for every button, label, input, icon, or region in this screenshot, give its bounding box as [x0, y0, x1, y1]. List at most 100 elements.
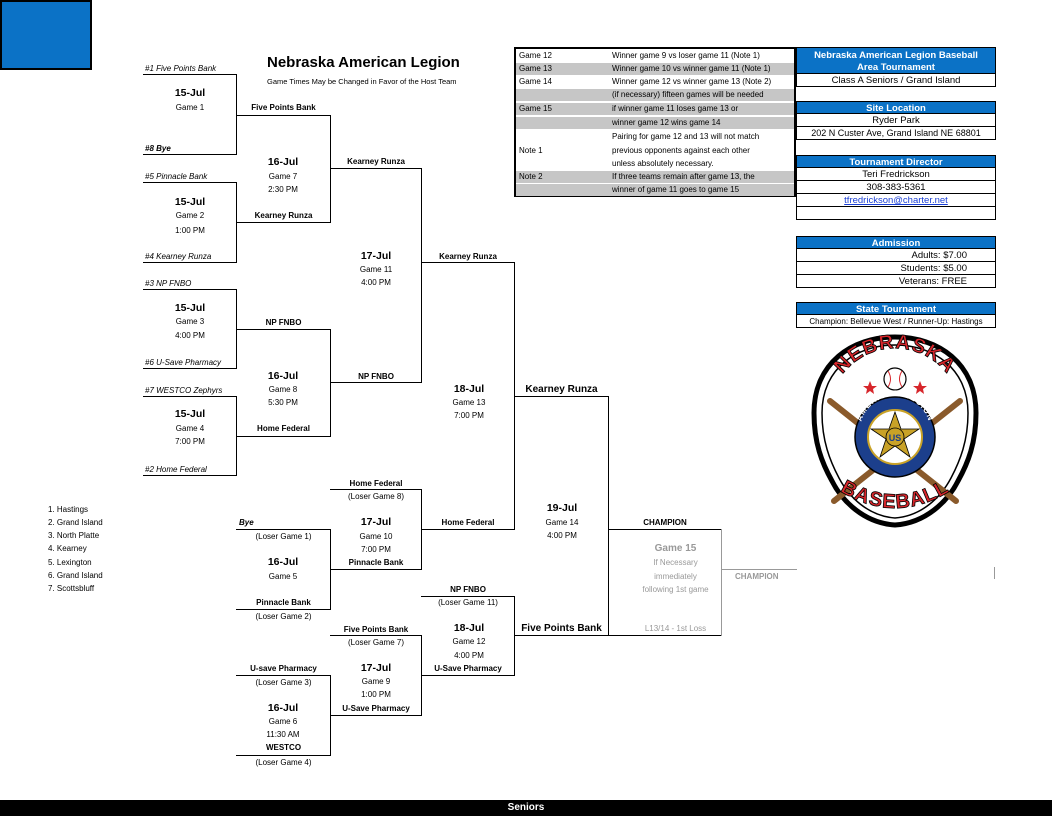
page-subtitle: Game Times May be Changed in Favor of th…: [267, 77, 457, 86]
standing-item: 5. Lexington: [48, 558, 92, 567]
game4-winner: Home Federal: [257, 424, 310, 433]
tournament-subtitle: Area Tournament: [857, 62, 935, 73]
seed-2: #2 Home Federal: [145, 465, 207, 474]
game8-time: 5:30 PM: [268, 398, 298, 407]
note-row: Pairing for game 12 and 13 will not matc…: [612, 132, 760, 141]
game5-label: Game 5: [268, 572, 298, 581]
game13-label: Game 13: [452, 398, 486, 407]
loser11-team: NP FNBO: [450, 585, 486, 594]
standing-item: 1. Hastings: [48, 505, 89, 514]
game9-time: 1:00 PM: [361, 690, 391, 699]
seed-6: #6 U-Save Pharmacy: [145, 358, 222, 367]
game13-winner: Kearney Runza: [525, 384, 598, 395]
game15-line1: If Necessary: [653, 558, 698, 567]
loser8-team: Home Federal: [349, 479, 403, 488]
game14-label: Game 14: [545, 518, 579, 527]
game14-champion-label: CHAMPION: [643, 518, 687, 527]
seed-1: #1 Five Points Bank: [145, 64, 217, 73]
admission-header: Admission: [796, 236, 996, 249]
game1-winner: Five Points Bank: [251, 103, 316, 112]
director-phone: 308-383-5361: [796, 181, 996, 194]
page-title: Nebraska American Legion: [267, 54, 460, 71]
director-email-link[interactable]: tfredrickson@charter.net: [796, 194, 996, 207]
seed-7: #7 WESTCO Zephyrs: [145, 386, 223, 395]
game4-time: 7:00 PM: [175, 437, 205, 446]
game4-label: Game 4: [175, 424, 205, 433]
site-name: Ryder Park: [796, 114, 996, 127]
game9-date: 17-Jul: [360, 662, 392, 674]
loser4-team-westco: WESTCO: [265, 743, 302, 752]
loser8-note: (Loser Game 8): [347, 492, 405, 501]
game3-winner: NP FNBO: [265, 318, 302, 327]
site-header: Site Location: [796, 101, 996, 114]
standing-item: 3. North Platte: [48, 531, 100, 540]
game5-winner: Pinnacle Bank: [348, 558, 404, 567]
game6-label: Game 6: [268, 717, 298, 726]
admission-students: Students: $5.00: [796, 262, 996, 275]
game12-label: Game 12: [452, 637, 486, 646]
loser11-note: (Loser Game 11): [438, 598, 498, 607]
game7-winner: Kearney Runza: [347, 157, 405, 166]
standing-item: 4. Kearney: [48, 544, 87, 553]
game15-title: Game 15: [654, 543, 697, 554]
note-row: winner of game 11 goes to game 15: [516, 184, 794, 196]
loser2-note: (Loser Game 2): [255, 612, 312, 621]
game6-time: 11:30 AM: [266, 730, 300, 739]
game2-time: 1:00 PM: [175, 226, 205, 235]
game10-winner: Home Federal: [441, 518, 495, 527]
game10-label: Game 10: [359, 532, 393, 541]
game12-winner: Five Points Bank: [521, 623, 602, 634]
game8-winner: NP FNBO: [358, 372, 394, 381]
game2-date: 15-Jul: [174, 196, 206, 208]
loser4-note: (Loser Game 4): [255, 758, 312, 767]
game5-date: 16-Jul: [267, 556, 299, 568]
empty-row: [796, 207, 996, 220]
admission-adults: Adults: $7.00: [796, 249, 996, 262]
game14-time: 4:00 PM: [547, 531, 577, 540]
game1-label: Game 1: [175, 103, 205, 112]
loser7-team: Five Points Bank: [343, 625, 409, 634]
loser1-team: Bye: [239, 518, 254, 527]
game14-date: 19-Jul: [546, 502, 578, 514]
divider: [994, 567, 995, 579]
note-row: (if necessary) fifteen games will be nee…: [516, 89, 794, 101]
game8-date: 16-Jul: [267, 370, 299, 382]
standing-item: 6. Grand Island: [48, 571, 103, 580]
game2-label: Game 2: [175, 211, 205, 220]
game15-line3: following 1st game: [642, 585, 709, 594]
game10-date: 17-Jul: [360, 516, 392, 528]
game9-winner: U-Save Pharmacy: [434, 664, 502, 673]
director-name: Teri Fredrickson: [796, 168, 996, 181]
seed-5: #5 Pinnacle Bank: [145, 172, 208, 181]
site-address: 202 N Custer Ave, Grand Island NE 68801: [796, 127, 996, 140]
division-code: A7: [503, 8, 549, 49]
game12-time: 4:00 PM: [454, 651, 484, 660]
game11-label: Game 11: [359, 265, 393, 274]
loser7-note: (Loser Game 7): [347, 638, 405, 647]
game2-winner: Kearney Runza: [254, 211, 313, 220]
game10-time: 7:00 PM: [361, 545, 391, 554]
note-row: winner game 12 wins game 14: [516, 117, 794, 129]
division-level: Seniors: [0, 800, 1052, 816]
game13-time: 7:00 PM: [454, 411, 484, 420]
seed-3: #3 NP FNBO: [145, 279, 192, 288]
standing-item: 7. Scottsbluff: [48, 584, 95, 593]
state-result: Champion: Bellevue West / Runner-Up: Has…: [796, 315, 996, 328]
loser2-team: Pinnacle Bank: [256, 598, 311, 607]
director-header: Tournament Director: [796, 155, 996, 168]
game15-line2: immediately: [654, 572, 697, 581]
game3-date: 15-Jul: [174, 302, 206, 314]
admission-veterans: Veterans: FREE: [796, 275, 996, 288]
game3-time: 4:00 PM: [175, 331, 205, 340]
game6-winner: U-Save Pharmacy: [342, 704, 410, 713]
game13-date: 18-Jul: [453, 383, 485, 395]
game6-date: 16-Jul: [267, 702, 299, 714]
game12-date: 18-Jul: [453, 622, 485, 634]
tournament-header: Nebraska American Legion Baseball Area T…: [796, 47, 996, 74]
